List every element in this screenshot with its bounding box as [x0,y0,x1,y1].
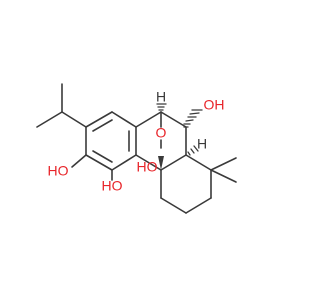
top-hydrogen-bond [156,103,167,113]
stereo-hydrogen-right-label: H [197,136,207,152]
double-bond [92,150,113,163]
wedge-bond [158,156,164,170]
bond [185,154,212,171]
bridge-oxygen-label: O [156,125,167,141]
bond [160,197,187,214]
hydroxyl-upper-right-label: OH [204,97,225,113]
hydroxyl-bottom-left-label: HO [102,178,123,194]
bond [85,111,113,128]
bond [111,154,137,171]
bond [71,154,87,168]
hydroxyl-left-label: HO [48,163,69,179]
aromatic-hydroxyls [71,154,113,181]
chemical-structure-diagram: O OH HO HO HO H H [36,83,237,214]
hydroxyl-center-label: HO [137,159,158,175]
bond [160,111,187,128]
bond [210,169,237,183]
bridged-ring-system [135,111,187,171]
bond [36,111,63,128]
upper-hydroxyl-bond [183,109,203,128]
isopropyl-group [36,83,87,128]
hash [190,148,195,154]
bond [185,197,212,214]
double-bond [92,119,113,132]
hash [189,112,200,115]
bond [85,154,113,171]
hash [185,119,194,122]
hash [193,145,199,152]
aromatic-ring [85,111,137,171]
cyclohexane-ring [160,145,237,214]
bond [111,111,137,128]
bond [135,111,162,128]
hash [187,151,191,156]
bond [61,111,87,128]
stereo-hydrogen-top-label: H [156,89,166,105]
bond [135,154,162,171]
bond [160,154,187,171]
bond [210,157,237,171]
